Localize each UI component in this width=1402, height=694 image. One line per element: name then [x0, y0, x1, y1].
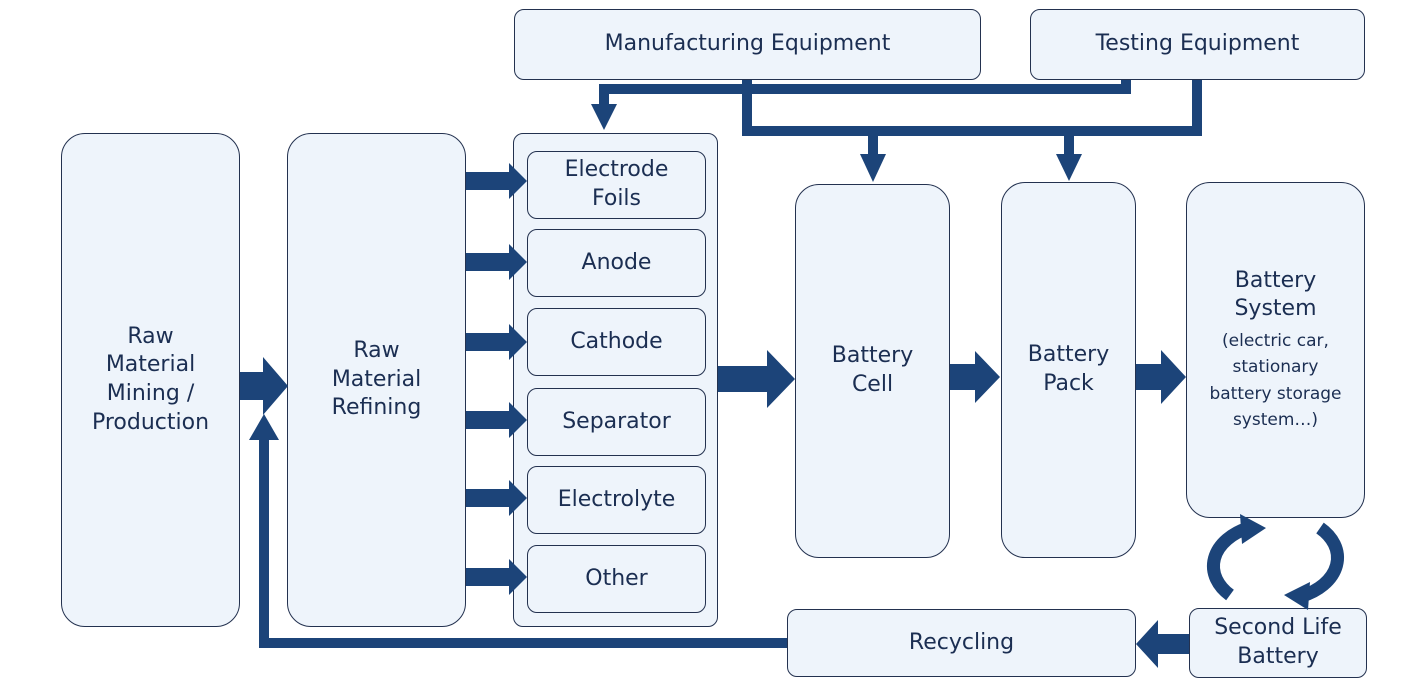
battery-cell-box: Battery Cell — [795, 184, 950, 558]
other-label: Other — [585, 565, 648, 591]
arrow-to-electrolyte — [466, 480, 527, 516]
electrode-foils-box: Electrode Foils — [527, 151, 706, 219]
bus-to-pack-stem — [1064, 126, 1074, 156]
separator-box: Separator — [527, 388, 706, 456]
recycling-return-vertical — [259, 432, 269, 648]
refining-label-3: Refining — [331, 395, 422, 421]
battery-system-note-1: (electric car, — [1222, 330, 1329, 351]
battery-system-note-3: battery storage — [1209, 383, 1342, 404]
cycle-arrowhead-top — [1240, 514, 1266, 544]
testing-to-mfg-line — [1121, 80, 1131, 94]
mfg-drop-line — [742, 80, 752, 136]
second-life-battery-box: Second Life Battery — [1189, 608, 1367, 678]
arrow-pack-to-system — [1136, 350, 1186, 404]
arrow-to-anode — [466, 244, 527, 280]
arrow-to-cathode — [466, 324, 527, 360]
recycling-return-line — [259, 638, 787, 648]
battery-system-label-1: Battery — [1234, 267, 1317, 293]
raw-material-mining-box: Raw Material Mining / Production — [61, 133, 240, 627]
separator-label: Separator — [562, 408, 671, 434]
raw-mining-label-4: Production — [91, 409, 210, 435]
arrow-to-electrode-foils — [466, 163, 527, 199]
arrow-cell-to-pack — [950, 351, 1000, 403]
battery-system-note-2: stationary — [1232, 357, 1319, 378]
mfg-horizontal-line — [599, 84, 1131, 94]
recycling-label: Recycling — [908, 629, 1015, 655]
arrow-mining-to-refining — [240, 357, 288, 415]
arrow-to-other — [466, 559, 527, 595]
battery-pack-label-2: Pack — [1043, 371, 1094, 396]
anode-label: Anode — [581, 249, 652, 275]
equipment-bus-line — [742, 126, 1202, 136]
manufacturing-equipment-box: Manufacturing Equipment — [514, 9, 981, 80]
refining-label-1: Raw — [353, 338, 400, 364]
refining-label-2: Material — [331, 366, 422, 392]
anode-box: Anode — [527, 229, 706, 297]
battery-pack-label-1: Battery — [1027, 342, 1110, 368]
battery-cell-label-1: Battery — [831, 343, 914, 369]
cathode-box: Cathode — [527, 308, 706, 376]
electrolyte-label: Electrolyte — [557, 486, 676, 512]
raw-mining-label-1: Raw — [127, 323, 174, 349]
electrolyte-box: Electrolyte — [527, 466, 706, 534]
testing-equipment-box: Testing Equipment — [1030, 9, 1365, 80]
battery-system-box: Battery System (electric car, stationary… — [1186, 182, 1365, 518]
electrode-foils-label-1: Electrode — [564, 157, 669, 183]
bus-to-cell-stem — [868, 126, 878, 156]
testing-equipment-label: Testing Equipment — [1095, 31, 1300, 57]
arrow-equipment-to-pack — [1056, 154, 1082, 181]
recycling-box: Recycling — [787, 609, 1136, 677]
battery-system-note: (electric car, stationary battery storag… — [1209, 328, 1341, 433]
raw-material-refining-box: Raw Material Refining — [287, 133, 466, 627]
arrow-equipment-to-cell — [860, 154, 886, 182]
arrow-recycling-to-mining — [249, 414, 279, 440]
mfg-to-components-stem — [599, 84, 609, 106]
second-life-label-2: Battery — [1237, 644, 1319, 669]
cycle-arrowhead-bottom — [1284, 582, 1310, 610]
battery-pack-box: Battery Pack — [1001, 182, 1136, 558]
arrow-second-life-to-recycling — [1136, 620, 1189, 668]
arrow-to-separator — [466, 402, 527, 438]
battery-system-label-2: System — [1234, 296, 1317, 322]
cycle-arrowheads — [1240, 514, 1310, 610]
arrow-to-components-top — [591, 104, 617, 130]
arrow-components-to-cell — [718, 350, 795, 408]
battery-system-note-4: system…) — [1232, 409, 1319, 430]
manufacturing-equipment-label: Manufacturing Equipment — [604, 31, 891, 57]
cycle-arrows-icon — [1206, 521, 1344, 603]
raw-mining-label-3: Mining / — [106, 381, 195, 406]
raw-mining-label-2: Material — [105, 352, 196, 378]
testing-drop-line — [1192, 80, 1202, 136]
electrode-foils-label-2: Foils — [591, 186, 642, 211]
second-life-label-1: Second Life — [1214, 615, 1342, 641]
battery-cell-label-2: Cell — [851, 372, 894, 397]
cathode-label: Cathode — [570, 328, 663, 354]
other-box: Other — [527, 545, 706, 613]
